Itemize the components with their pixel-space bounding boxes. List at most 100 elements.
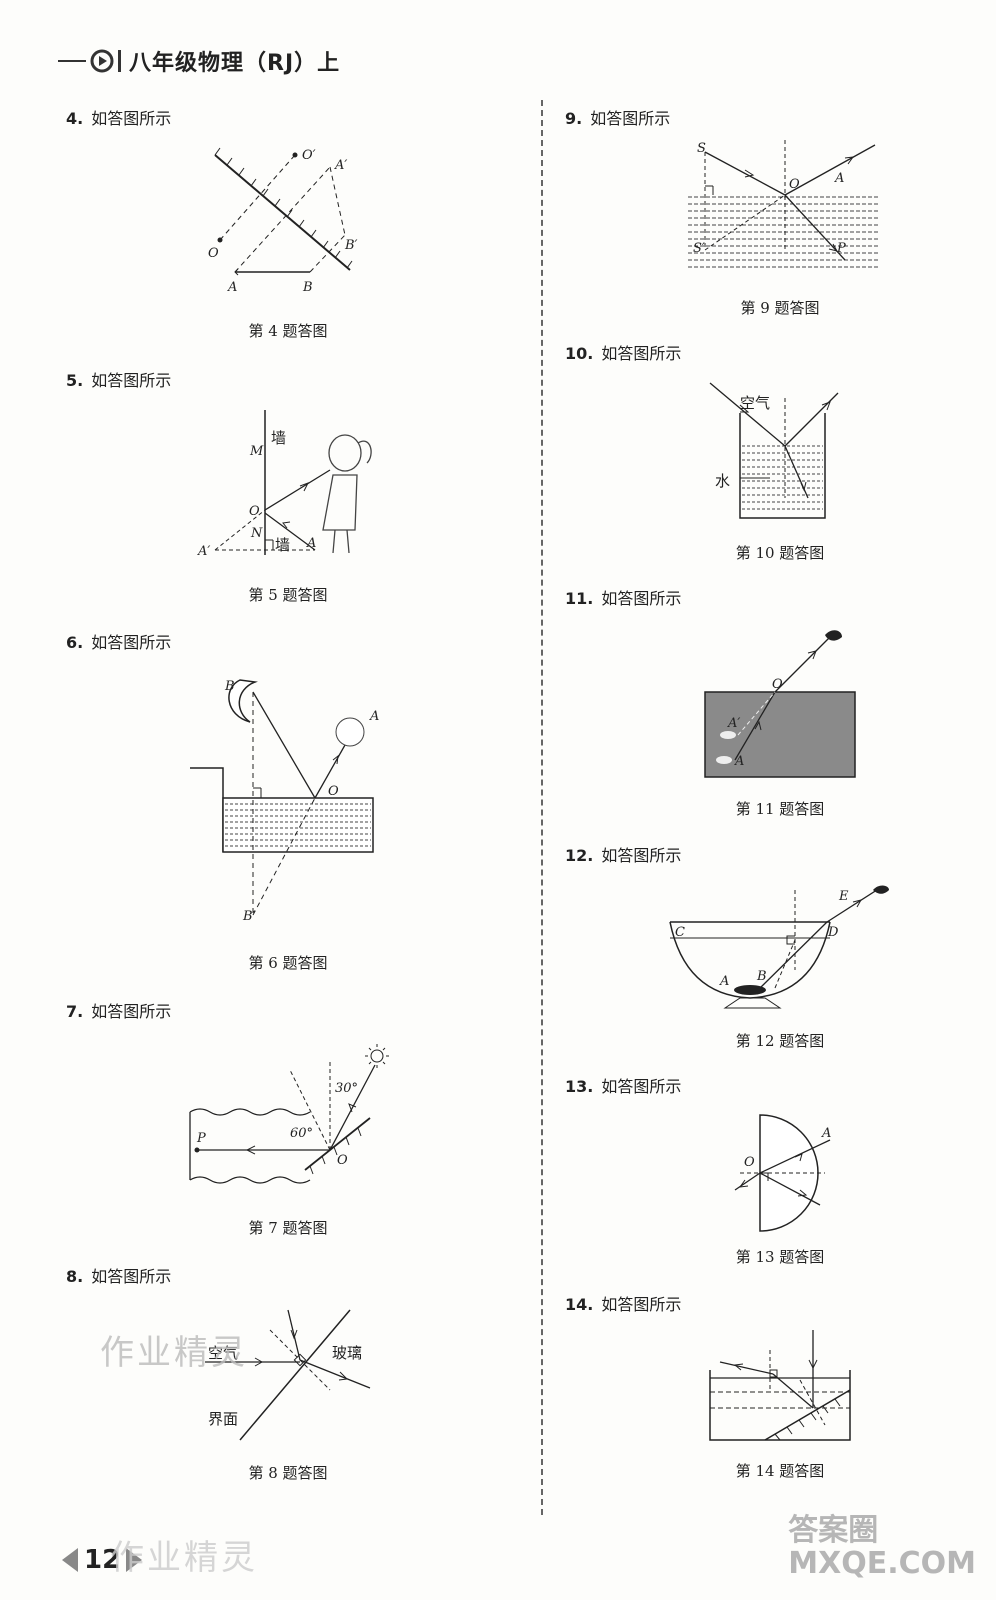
figure-4-caption: 第 4 题答图	[248, 322, 328, 340]
label-A-prime: A′	[334, 158, 347, 173]
question-6: 6. 如答图所示	[66, 629, 171, 653]
question-text: 如答图所示	[601, 1077, 682, 1096]
question-13: 13.如答图所示	[565, 1073, 681, 1097]
label-A: A	[734, 754, 744, 769]
header-dash	[58, 60, 86, 62]
figure-10-caption: 第 10 题答图	[735, 544, 825, 562]
label-water: 水	[715, 472, 730, 490]
question-text: 如答图所示	[601, 846, 682, 865]
question-number: 12.	[565, 846, 594, 865]
page-title: 八年级物理（RJ）上	[129, 51, 341, 76]
figure-13: A O	[734, 1114, 831, 1232]
figure-12-caption: 第 12 题答图	[735, 1032, 825, 1050]
label-O: O	[337, 1153, 348, 1168]
question-9: 9. 如答图所示	[565, 105, 670, 129]
label-O: O	[789, 177, 800, 192]
label-O: O	[249, 504, 260, 519]
question-12: 12. 如答图所示	[565, 842, 681, 866]
question-text: 如答图所示	[91, 1267, 172, 1286]
label-A-prime: A′	[727, 716, 740, 731]
label-O: O	[744, 1155, 755, 1170]
question-number: 4.	[66, 109, 84, 128]
figure-9: S O A S′ P	[688, 140, 880, 268]
book-logo-icon	[90, 49, 114, 73]
label-P: P	[836, 241, 846, 256]
question-number: 9.	[565, 109, 583, 128]
label-S-prime: S′	[693, 241, 705, 256]
label-O: O	[772, 677, 783, 692]
watermark-3-title: 答案圈	[788, 1513, 879, 1548]
question-text: 如答图所示	[590, 109, 671, 128]
figure-5-caption: 第 5 题答图	[248, 586, 328, 604]
column-divider	[541, 100, 543, 1515]
figure-4: O O′ A′ B′ A B	[208, 147, 358, 295]
label-A: A	[369, 709, 379, 724]
question-number: 5.	[66, 371, 84, 390]
label-wall-1: 墙	[271, 429, 286, 447]
header-bar	[118, 50, 121, 72]
figure-9-caption: 第 9 题答图	[740, 299, 820, 317]
watermark-3-url: MXQE.COM	[788, 1546, 976, 1581]
label-glass: 玻璃	[332, 1344, 362, 1362]
question-14: 14.如答图所示	[565, 1291, 681, 1315]
figure-14	[709, 1330, 851, 1441]
label-P: P	[196, 1131, 206, 1146]
label-A-prime: A′	[197, 544, 210, 559]
label-O: O	[208, 246, 219, 261]
prev-arrow-icon	[62, 1548, 78, 1572]
label-B-prime: B′	[344, 238, 358, 253]
question-number: 14.	[565, 1295, 594, 1314]
question-text: 如答图所示	[91, 633, 172, 652]
next-arrow-icon	[126, 1548, 143, 1572]
label-air: 空气	[208, 1344, 238, 1362]
figure-8: 空气 玻璃 界面	[205, 1309, 371, 1441]
question-8: 8. 如答图所示	[66, 1263, 171, 1287]
label-O: O	[328, 784, 339, 799]
question-number: 6.	[66, 633, 84, 652]
label-N: N	[250, 526, 263, 541]
question-11: 11.如答图所示	[565, 585, 681, 609]
question-text: 如答图所示	[91, 371, 172, 390]
label-C: C	[675, 925, 685, 940]
label-B: B	[302, 280, 313, 295]
figure-13-caption: 第 13 题答图	[735, 1248, 825, 1266]
question-7: 7.如答图所示	[66, 998, 171, 1022]
question-text: 如答图所示	[91, 109, 172, 128]
figure-6-caption: 第 6 题答图	[248, 954, 328, 972]
label-wall-2: 墙	[275, 536, 290, 554]
question-number: 10.	[565, 344, 594, 363]
page-header: 八年级物理（RJ）上	[58, 44, 340, 78]
figure-14-caption: 第 14 题答图	[735, 1462, 825, 1480]
label-B: B	[224, 679, 235, 694]
question-10: 10. 如答图所示	[565, 340, 681, 364]
figure-7: 30° 60° P O	[189, 1044, 389, 1184]
question-number: 8.	[66, 1267, 84, 1286]
question-4: 4. 如答图所示	[66, 105, 171, 129]
label-A: A	[227, 280, 237, 295]
page-number: 12	[84, 1545, 121, 1575]
question-text: 如答图所示	[601, 344, 682, 363]
label-air: 空气	[740, 394, 770, 412]
label-M: M	[249, 444, 264, 459]
label-E: E	[838, 889, 849, 904]
figure-8-caption: 第 8 题答图	[248, 1464, 328, 1482]
figure-6: B A O B′	[190, 679, 379, 924]
question-text: 如答图所示	[601, 589, 682, 608]
figure-10: 空气 水	[709, 382, 839, 519]
label-interface: 界面	[208, 1410, 238, 1428]
label-A: A	[719, 974, 729, 989]
label-angle-30: 30°	[335, 1081, 358, 1096]
label-D: D	[827, 925, 839, 940]
label-A: A	[834, 171, 844, 186]
question-text: 如答图所示	[91, 1002, 172, 1021]
label-B: B	[756, 969, 767, 984]
watermark-2: 作业精灵	[110, 1538, 258, 1578]
label-O-prime: O′	[302, 148, 316, 163]
label-angle-60: 60°	[290, 1126, 313, 1141]
label-B-prime: B′	[242, 909, 256, 924]
label-A: A	[306, 536, 316, 551]
watermark-3: 答案圈 MXQE.COM	[788, 1514, 976, 1580]
watermark-1: 作业精灵	[100, 1333, 248, 1373]
figure-12: E C D A B	[669, 885, 889, 1009]
label-A: A	[821, 1126, 831, 1141]
